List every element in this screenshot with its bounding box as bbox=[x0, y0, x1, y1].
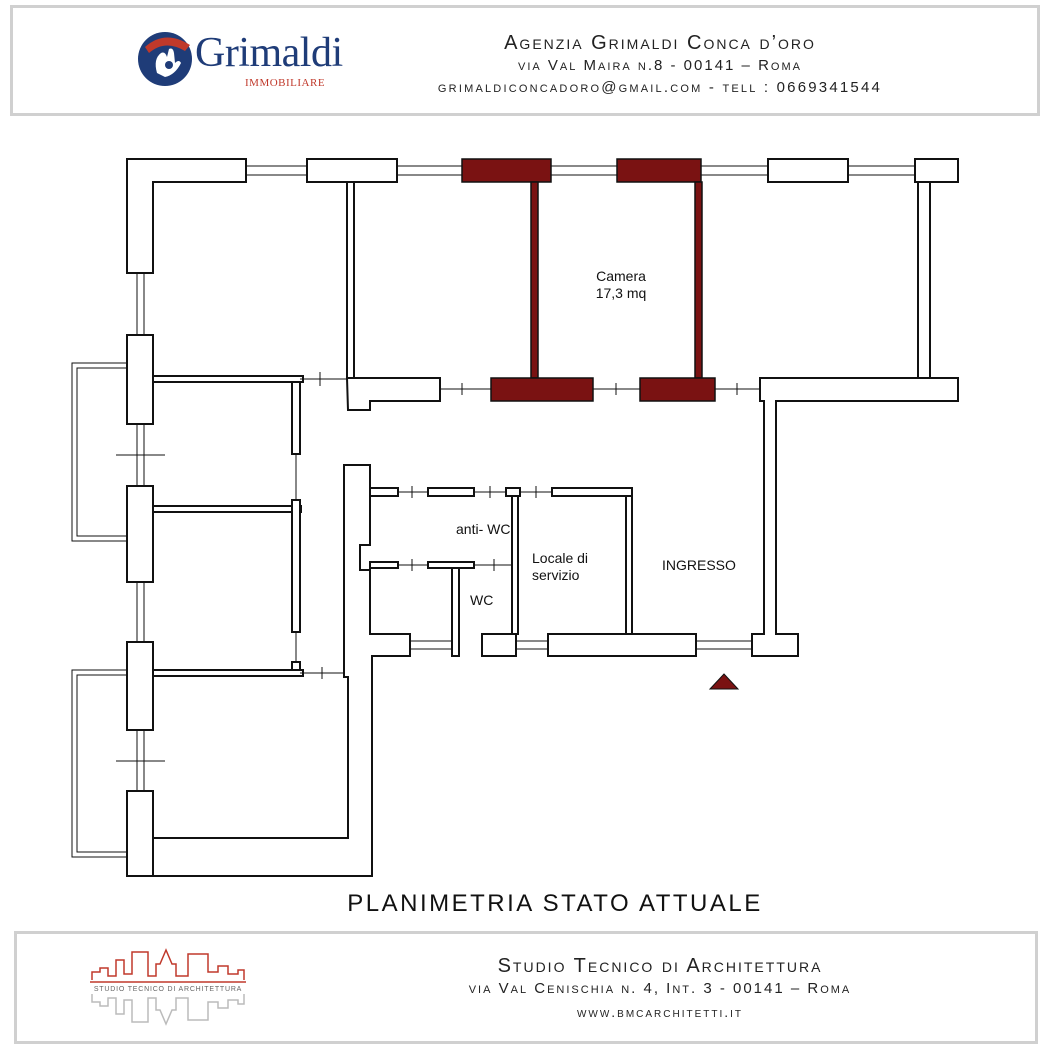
entrance-triangle bbox=[708, 673, 740, 690]
wall-serv-1 bbox=[369, 487, 399, 497]
door-marks bbox=[116, 372, 760, 762]
wall-serv-5 bbox=[625, 495, 633, 635]
studio-address: via Val Cenischia n. 4, Int. 3 - 00141 –… bbox=[468, 980, 852, 997]
balcony-bottom bbox=[71, 669, 127, 858]
camera-wall-side-a bbox=[530, 181, 539, 379]
camera-highlight-walls bbox=[461, 158, 716, 402]
ingresso-label: INGRESSO bbox=[662, 557, 736, 573]
studio-name: Studio Tecnico di Architettura bbox=[497, 955, 823, 977]
balcony-bottom-inner bbox=[76, 674, 127, 853]
wall-right-corner bbox=[751, 377, 959, 657]
anti-wc-label: anti- WC bbox=[456, 521, 511, 537]
logo-subtitle: IMMOBILIARE bbox=[245, 77, 326, 89]
bmc-caption: STUDIO TECNICO DI ARCHITETTURA bbox=[94, 986, 242, 993]
camera-wall-top-b bbox=[616, 158, 702, 183]
bmc-logo: STUDIO TECNICO DI ARCHITETTURA bbox=[88, 942, 248, 1030]
wall-serv-11 bbox=[547, 633, 697, 657]
agency-contact: grimaldiconcadoro@gmail.com - tell : 066… bbox=[437, 79, 883, 96]
wall-int-5 bbox=[152, 669, 304, 677]
wall-top-4 bbox=[767, 158, 849, 183]
camera-name: Camera bbox=[596, 268, 646, 284]
balcony-top-inner bbox=[76, 367, 127, 537]
locale-line2: servizio bbox=[532, 567, 580, 583]
wall-top-5 bbox=[914, 158, 959, 183]
locale-servizio-label: Locale di servizio bbox=[532, 550, 588, 584]
wall-serv-9 bbox=[511, 495, 519, 635]
wall-int-4 bbox=[291, 499, 301, 633]
agency-address: via Val Maira n.8 - 00141 – Roma bbox=[518, 57, 802, 74]
wall-int-6 bbox=[291, 661, 301, 671]
camera-label: Camera 17,3 mq bbox=[583, 268, 659, 302]
wall-left-1 bbox=[126, 334, 154, 425]
grimaldi-logo: Grimaldi IMMOBILIARE bbox=[125, 25, 375, 95]
wall-camera-left bbox=[346, 181, 355, 379]
wall-serv-3 bbox=[505, 487, 521, 497]
grimaldi-hand-icon bbox=[138, 32, 192, 86]
locale-line1: Locale di bbox=[532, 550, 589, 566]
wall-top-left bbox=[126, 158, 247, 274]
wall-camera-sill bbox=[345, 377, 441, 411]
wall-serv-6 bbox=[369, 561, 399, 569]
wall-serv-4 bbox=[551, 487, 633, 497]
wall-int-3 bbox=[152, 505, 302, 513]
wc-label: WC bbox=[470, 592, 494, 608]
wall-serv-8 bbox=[451, 567, 460, 657]
camera-wall-bottom-a bbox=[490, 377, 594, 402]
plan-title: PLANIMETRIA STATO ATTUALE bbox=[347, 890, 763, 917]
wall-left-4 bbox=[126, 790, 154, 877]
camera-area: 17,3 mq bbox=[595, 285, 647, 301]
camera-wall-top-a bbox=[461, 158, 552, 183]
camera-wall-bottom-b bbox=[639, 377, 716, 402]
wall-right-top bbox=[917, 181, 931, 379]
studio-website[interactable]: www.bmcarchitetti.it bbox=[576, 1004, 744, 1020]
wall-left-3 bbox=[126, 641, 154, 731]
camera-wall-side-b bbox=[694, 181, 703, 379]
wall-int-2 bbox=[291, 381, 301, 455]
wall-serv-2 bbox=[427, 487, 475, 497]
bmc-skyline-icon: STUDIO TECNICO DI ARCHITETTURA bbox=[90, 948, 246, 1026]
wall-int-1 bbox=[152, 375, 304, 383]
plan-walls bbox=[126, 158, 959, 877]
wall-left-2 bbox=[126, 485, 154, 583]
wall-top-1 bbox=[306, 158, 398, 183]
balcony-top bbox=[71, 362, 127, 542]
wall-bottom-left bbox=[152, 464, 411, 877]
logo-wordmark: Grimaldi bbox=[195, 30, 343, 76]
wall-serv-10 bbox=[481, 633, 517, 657]
footer-panel bbox=[14, 931, 1038, 1044]
agency-name: Agenzia Grimaldi Conca d’oro bbox=[504, 32, 816, 54]
balconies bbox=[71, 362, 127, 858]
windows bbox=[136, 165, 915, 791]
